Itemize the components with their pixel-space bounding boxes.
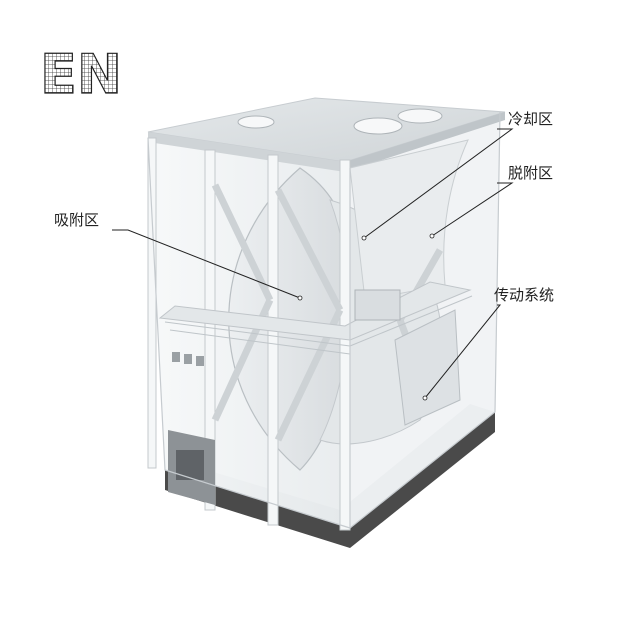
post-1 (204, 149, 216, 511)
platform-rails (164, 295, 473, 355)
logo-text: EN (40, 43, 122, 106)
leader-lines (112, 128, 514, 399)
drive-motor (354, 289, 401, 321)
label-adsorption-zone: 吸附区 (54, 211, 99, 229)
base-plinth (165, 412, 495, 548)
leader-cooling (363, 128, 514, 239)
duct-2 (397, 108, 443, 124)
duct-3 (237, 115, 275, 129)
machine-illustration (147, 97, 506, 548)
glass-edges-right (349, 111, 501, 529)
leader-adsorption (112, 229, 301, 299)
leader-dots (297, 233, 435, 401)
roof-edge-right (345, 112, 505, 172)
label-desorption-zone: 脱附区 (508, 164, 553, 182)
control-box-grille (176, 450, 204, 480)
leader-drive (424, 304, 502, 399)
leader-desorption (431, 182, 514, 237)
en-logo: EN (39, 42, 122, 106)
sockets (172, 352, 204, 366)
post-4 (147, 137, 157, 469)
post-2 (267, 154, 279, 526)
label-cooling-zone: 冷却区 (508, 110, 553, 128)
duct-1 (353, 117, 403, 135)
glass-edges (147, 137, 351, 529)
roof-edge (148, 132, 345, 172)
label-drive-system: 传动系统 (494, 286, 554, 304)
drive-mechanism (394, 309, 461, 426)
